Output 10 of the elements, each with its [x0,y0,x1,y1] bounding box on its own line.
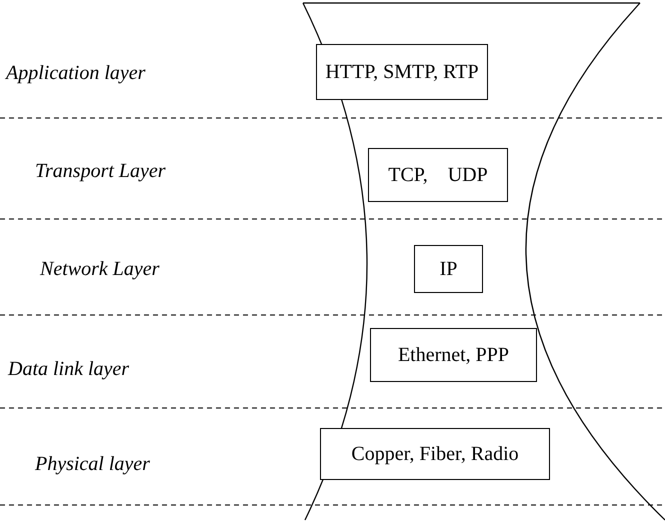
layer-name: Network Layer [40,258,160,281]
layer-name: Transport Layer [35,160,166,183]
layer-name: Physical layer [35,453,150,476]
protocol-box: IP [414,245,483,293]
protocol-box: Copper, Fiber, Radio [320,428,550,480]
protocol-box: TCP, UDP [368,148,508,202]
protocol-box: HTTP, SMTP, RTP [316,44,488,100]
layer-name: Application layer [6,62,146,85]
protocol-box: Ethernet, PPP [370,328,537,382]
layer-name: Data link layer [8,358,130,381]
